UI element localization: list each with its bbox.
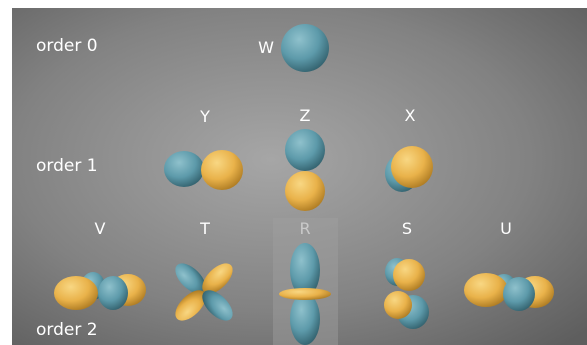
y-label: Y [200,107,210,126]
order-1-label: order 1 [36,156,98,176]
t-label: T [200,219,210,238]
w-label: W [258,38,274,57]
x-dipole-glyph [385,146,433,192]
t-quadrupole-glyph [175,263,233,321]
s-label: S [401,219,413,238]
u-label: U [500,219,512,238]
x-label: X [404,106,416,125]
r-quadrupole-glyph [279,243,331,345]
u-quadrupole-glyph [464,273,554,311]
order-0-label: order 0 [36,36,98,56]
z-dipole-glyph [285,129,325,211]
order-2-label: order 2 [36,320,98,340]
v-quadrupole-glyph [54,272,146,310]
w-sphere-glyph [281,24,329,72]
z-label: Z [299,106,311,125]
v-label: V [94,219,106,238]
r-label: R [299,219,311,238]
s-quadrupole-glyph [384,258,429,329]
y-dipole-glyph [164,150,243,190]
